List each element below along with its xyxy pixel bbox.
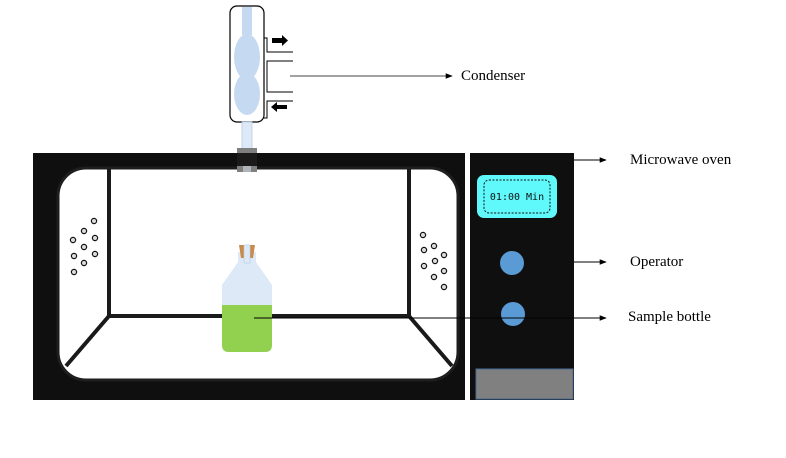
timer-text: 01:00 Min	[490, 192, 544, 203]
vent-holes-right	[419, 231, 448, 291]
operator-knob-lower[interactable]	[501, 302, 525, 326]
timer-display: 01:00 Min	[477, 175, 557, 218]
oven-top-band	[237, 153, 257, 166]
condenser-label: Condenser	[461, 68, 526, 84]
operator-label: Operator	[630, 254, 684, 270]
sample-bottle-label: Sample bottle	[628, 309, 711, 325]
condenser-inlet-port	[264, 100, 293, 119]
condenser-mid-port	[266, 60, 293, 93]
condenser-bulb-upper	[234, 34, 260, 80]
flow-out-arrow-icon	[272, 35, 288, 46]
vent-holes-left	[69, 217, 99, 276]
condenser-inner-tube	[242, 7, 252, 35]
bottle-tube-inner	[243, 244, 251, 264]
bottle-liquid	[222, 305, 272, 352]
condenser-outlet-port	[264, 37, 293, 53]
bottle-stopper-icon	[239, 245, 255, 258]
flow-in-arrow-icon	[271, 102, 287, 112]
microwave-oven: 01:00 Min	[33, 153, 574, 400]
control-panel-plate	[475, 368, 574, 400]
sample-bottle	[222, 244, 272, 352]
operator-knob-upper[interactable]	[500, 251, 524, 275]
microwave-oven-label: Microwave oven	[630, 152, 732, 168]
condenser	[229, 5, 293, 123]
condenser-bulb-lower	[234, 73, 260, 115]
